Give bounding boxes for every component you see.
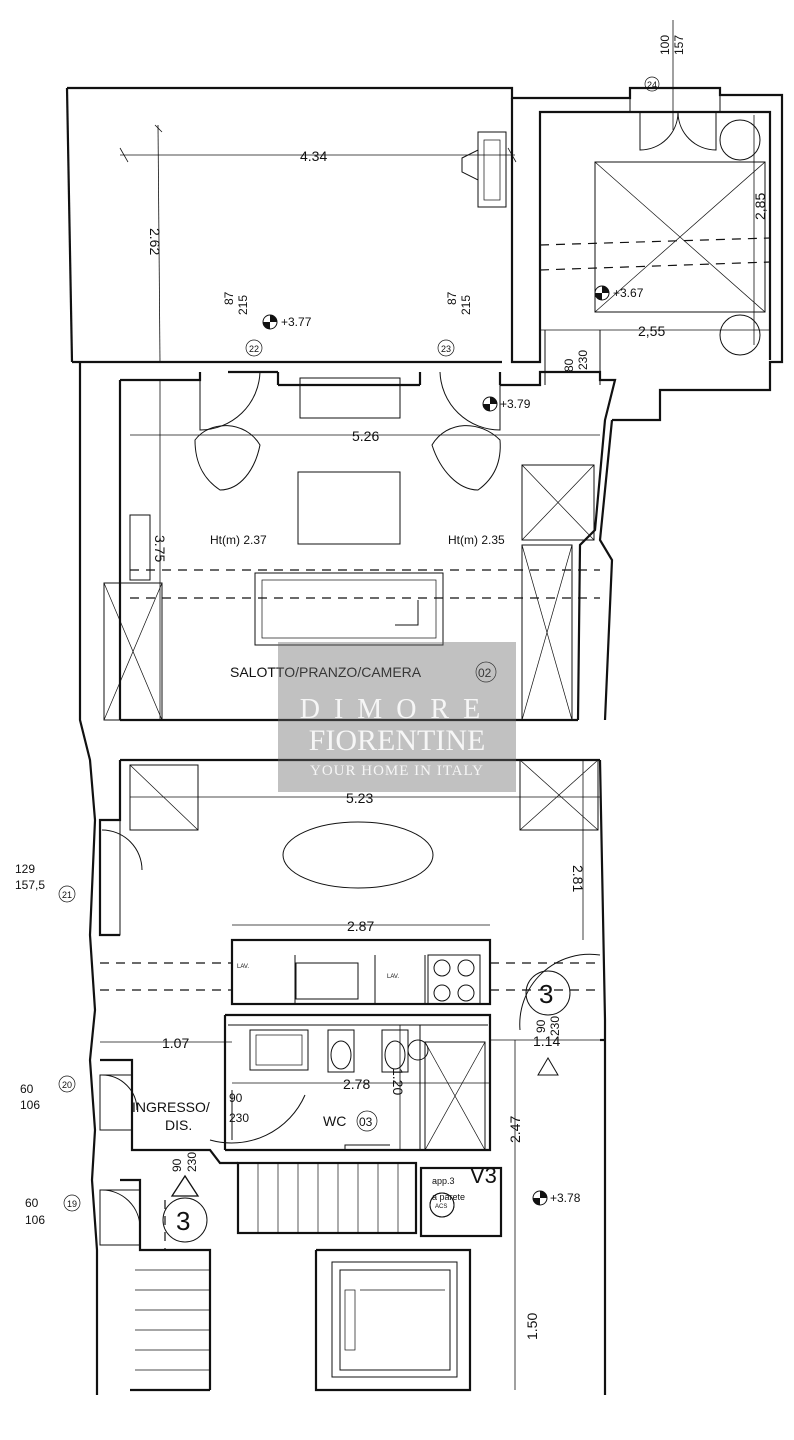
opening-21-b: 157,5 xyxy=(15,878,45,892)
dim-wc-height: 1.20 xyxy=(390,1068,406,1095)
dim-bedroom-width: 2,55 xyxy=(638,323,665,339)
section-marker-b: 3 xyxy=(176,1206,190,1236)
furniture xyxy=(103,119,766,1371)
marker-20: 20 xyxy=(62,1080,72,1090)
opening-markers xyxy=(58,76,660,1243)
room-entrance-name: INGRESSO/ xyxy=(132,1099,210,1115)
dim-living-width: 5.26 xyxy=(352,428,379,444)
dim-kitchen-width: 2.87 xyxy=(347,918,374,934)
room-entrance-sub: DIS. xyxy=(165,1117,192,1133)
height-left: Ht(m) 2.37 xyxy=(210,533,267,547)
room-living-number: 02 xyxy=(478,666,492,680)
watermark-line1: DIMORE xyxy=(300,694,494,725)
dim-hall-height: 2.81 xyxy=(570,865,586,892)
dim-terrace-height: 2.62 xyxy=(147,228,163,255)
section-marker-b-circle xyxy=(162,1197,208,1243)
level-marker-terrace xyxy=(262,314,278,330)
door-230: 230 xyxy=(576,350,590,370)
marker-24: 24 xyxy=(647,80,657,90)
right-door-b: 230 xyxy=(548,1016,562,1036)
opening-23-a: 87 xyxy=(445,291,459,305)
section-marker-a: 3 xyxy=(539,979,553,1009)
door-80: 80 xyxy=(562,358,576,372)
marker-22-circle xyxy=(245,339,263,357)
right-door-a: 90 xyxy=(534,1019,548,1033)
watermark-line3: YOUR HOME IN ITALY xyxy=(310,763,484,779)
marker-22: 22 xyxy=(249,344,259,354)
level-markers xyxy=(262,285,610,1206)
acs-circle xyxy=(429,1192,455,1218)
labels: 4.34 2.62 2,85 2,55 5.26 3.75 5.23 2.81 … xyxy=(15,35,768,1340)
section-arrow-b xyxy=(170,1174,200,1197)
room-number-circle xyxy=(475,661,497,683)
marker-21: 21 xyxy=(62,890,72,900)
opening-22-b: 215 xyxy=(236,295,250,315)
room-living-name: SALOTTO/PRANZO/CAMERA xyxy=(230,664,422,680)
wc-number-circle xyxy=(356,1110,378,1132)
section-arrow-a xyxy=(537,1057,559,1076)
section-marker-a-circle xyxy=(525,970,571,1016)
room-wc-name: WC xyxy=(323,1113,346,1129)
marker-19: 19 xyxy=(67,1199,77,1209)
app-label: app.3 xyxy=(432,1176,455,1186)
opening-24-a: 100 xyxy=(658,35,672,55)
level-living: +3.79 xyxy=(500,397,531,411)
marker-24-circle xyxy=(644,76,660,92)
entrance-door-a: 90 xyxy=(170,1158,184,1172)
acs-label: ACS xyxy=(435,1204,447,1210)
height-right: Ht(m) 2.35 xyxy=(448,533,505,547)
v3-label: V3 xyxy=(470,1163,497,1188)
marker-19-circle xyxy=(63,1194,81,1212)
level-marker-hall xyxy=(532,1190,548,1206)
opening-22-a: 87 xyxy=(222,291,236,305)
dim-bedroom-height: 2,85 xyxy=(752,193,768,220)
dim-terrace-width: 4.34 xyxy=(300,148,327,164)
level-bedroom: +3.67 xyxy=(613,286,644,300)
dim-wc-width: 2.78 xyxy=(343,1076,370,1092)
watermark-line2: FIORENTINE xyxy=(309,724,486,757)
marker-23: 23 xyxy=(441,344,451,354)
room-wc-number: 03 xyxy=(359,1115,373,1129)
level-hall: +3.78 xyxy=(550,1191,581,1205)
opening-20-b: 106 xyxy=(20,1098,40,1112)
entrance-door-b: 230 xyxy=(185,1152,199,1172)
dim-hall-width: 5.23 xyxy=(346,790,373,806)
wc-door-a: 90 xyxy=(229,1091,243,1105)
lav-label-1: LAV. xyxy=(237,964,249,970)
app-sub: a parete xyxy=(432,1192,465,1202)
level-terrace: +3.77 xyxy=(281,315,312,329)
opening-20-a: 60 xyxy=(20,1082,34,1096)
watermark-logo: DIMORE FIORENTINE YOUR HOME IN ITALY xyxy=(278,642,516,792)
level-marker-living xyxy=(482,396,498,412)
dimension-lines xyxy=(100,20,770,1390)
dim-lift-height: 1.50 xyxy=(524,1313,540,1340)
dim-wc-right: 1.14 xyxy=(533,1033,560,1049)
opening-24-b: 157 xyxy=(672,35,686,55)
wc-door-b: 230 xyxy=(229,1111,249,1125)
dim-wc-left: 1.07 xyxy=(162,1035,189,1051)
opening-19-b: 106 xyxy=(25,1213,45,1227)
doors-and-windows xyxy=(99,111,717,1246)
dim-living-height: 3.75 xyxy=(152,535,168,562)
opening-23-b: 215 xyxy=(459,295,473,315)
marker-23-circle xyxy=(437,339,455,357)
lav-label-2: LAV. xyxy=(387,974,399,980)
opening-21-a: 129 xyxy=(15,862,35,876)
opening-19-a: 60 xyxy=(25,1196,39,1210)
marker-20-circle xyxy=(58,1075,76,1093)
level-marker-bedroom xyxy=(594,285,610,301)
dim-corridor-height: 2.47 xyxy=(507,1116,523,1143)
marker-21-circle xyxy=(58,885,76,903)
